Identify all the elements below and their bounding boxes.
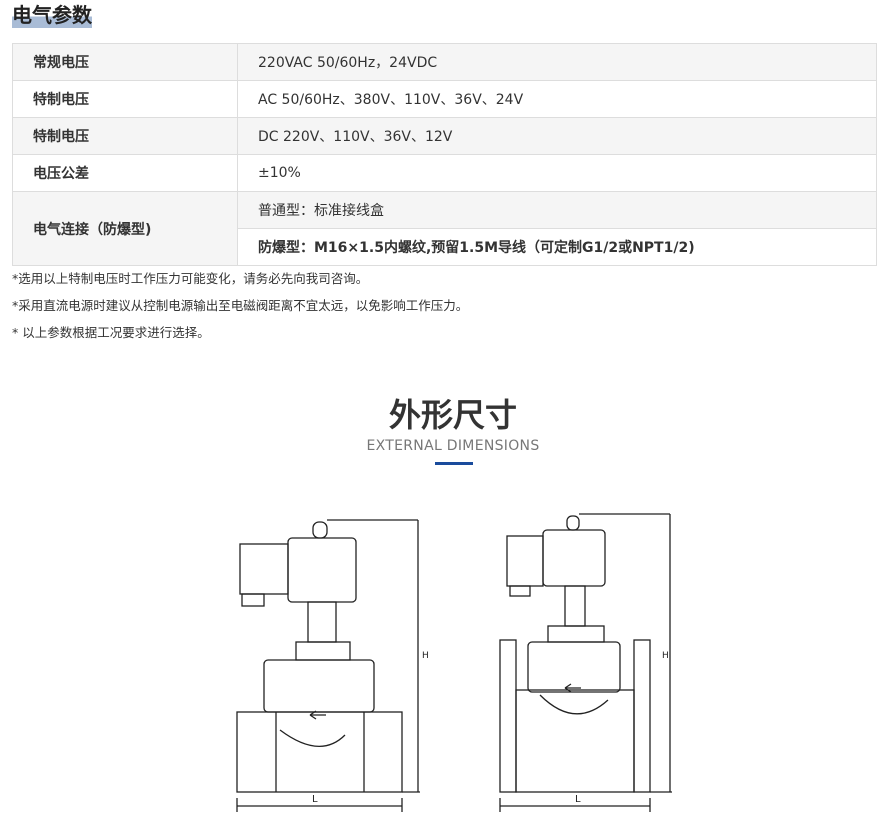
valve-drawing-flanged bbox=[499, 513, 672, 812]
height-label-right: H bbox=[662, 651, 669, 661]
row-label: 电气连接（防爆型) bbox=[12, 191, 238, 266]
row-label: 特制电压 bbox=[12, 117, 238, 155]
title-underline bbox=[435, 462, 473, 465]
valve-drawing-threaded bbox=[236, 519, 420, 812]
length-label-right: L bbox=[575, 794, 581, 805]
row-value: 220VAC 50/60Hz，24VDC bbox=[237, 43, 877, 81]
section-title: 电气参数 bbox=[12, 2, 92, 28]
row-label: 常规电压 bbox=[12, 43, 238, 81]
note: *采用直流电源时建议从控制电源输出至电磁阀距离不宜太远，以免影响工作压力。 bbox=[12, 298, 469, 313]
table-row: 防爆型：M16×1.5内螺纹,预留1.5M导线（可定制G1/2或NPT1/2) bbox=[13, 228, 877, 266]
row-value: ±10% bbox=[237, 154, 877, 192]
notes: *选用以上特制电压时工作压力可能变化，请务必先向我司咨询。 *采用直流电源时建议… bbox=[12, 270, 468, 351]
table-row: 电压公差±10% bbox=[12, 154, 877, 192]
row-label: 特制电压 bbox=[12, 80, 238, 118]
row-value: DC 220V、110V、36V、12V bbox=[237, 117, 877, 155]
valve-dimension-drawings: H L H L bbox=[236, 513, 672, 812]
row-value: 防爆型：M16×1.5内螺纹,预留1.5M导线（可定制G1/2或NPT1/2) bbox=[237, 228, 877, 266]
note: *选用以上特制电压时工作压力可能变化，请务必先向我司咨询。 bbox=[12, 271, 369, 286]
dimensions-subtitle: EXTERNAL DIMENSIONS bbox=[366, 438, 540, 454]
row-label: 电压公差 bbox=[12, 154, 238, 192]
height-label-left: H bbox=[422, 651, 429, 661]
note: * 以上参数根据工况要求进行选择。 bbox=[12, 325, 210, 340]
dimensions-title: 外形尺寸 bbox=[388, 396, 517, 434]
row-value: AC 50/60Hz、380V、110V、36V、24V bbox=[237, 80, 877, 118]
row-value: 普通型：标准接线盒 bbox=[237, 191, 877, 229]
length-label-left: L bbox=[312, 794, 318, 805]
table-row: 电气连接（防爆型)普通型：标准接线盒 bbox=[12, 191, 877, 266]
